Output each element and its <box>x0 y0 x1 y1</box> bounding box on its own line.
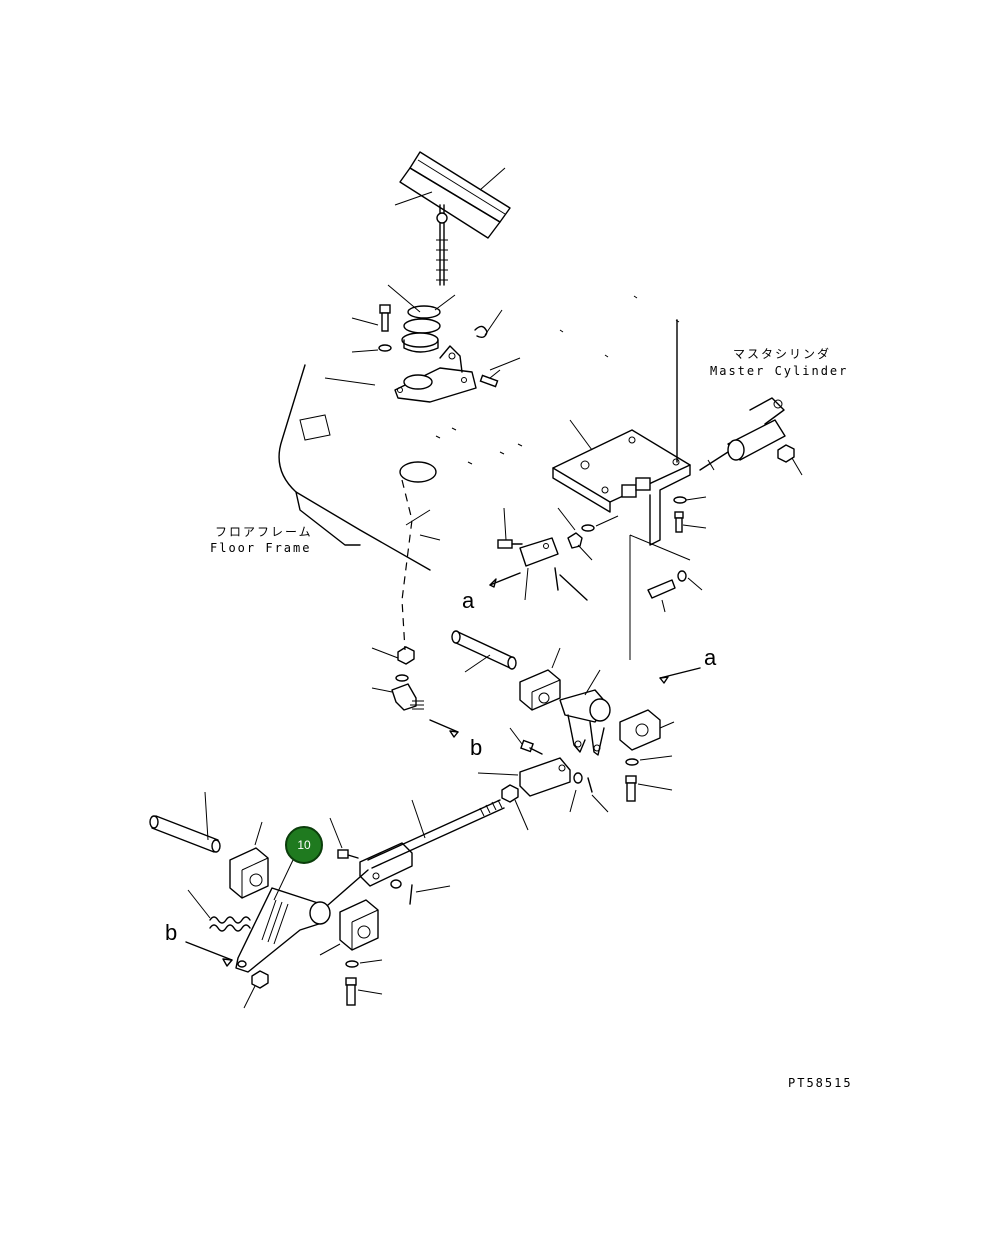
reference-a-top: a <box>462 588 475 613</box>
bracket-fasteners <box>581 496 707 660</box>
rod-end-cotter <box>390 879 451 905</box>
master-cylinder-bracket <box>552 319 691 546</box>
arrow-b-left <box>185 941 233 967</box>
bolt-mid-right <box>647 570 703 613</box>
bearing-block-mid <box>519 647 561 711</box>
rubber-boot <box>387 284 456 353</box>
elbow-fitting <box>371 646 459 738</box>
part-callout-number: 10 <box>297 838 311 852</box>
lever-lower <box>235 869 369 973</box>
floor-frame-label-jp: フロアフレーム <box>215 525 313 539</box>
callout-leader <box>273 859 294 901</box>
yoke-mid <box>477 727 571 797</box>
reference-b-mid: b <box>470 735 483 760</box>
nut-lower <box>243 970 269 1009</box>
reference-a-right: a <box>704 645 717 670</box>
drawing-number: PT58515 <box>788 1076 853 1090</box>
bolt-upper-left <box>351 304 392 353</box>
master-cylinder <box>699 397 803 476</box>
clevis-pin-lower <box>329 817 359 859</box>
adjusting-rod <box>359 799 505 887</box>
left-shaft-pin <box>149 791 221 853</box>
pedal-floor-plate <box>394 151 511 239</box>
pedal-bracket <box>324 345 521 403</box>
reference-b-left: b <box>165 920 178 945</box>
lever-right <box>559 669 611 756</box>
rod-nut <box>501 784 529 831</box>
clip-upper-right <box>474 309 503 339</box>
return-spring <box>187 889 251 932</box>
master-cylinder-label-jp: マスタシリンダ <box>733 347 832 361</box>
bearing-block-lower <box>319 899 379 956</box>
yoke-cotter <box>569 772 609 813</box>
bearing-block-right <box>619 667 701 802</box>
floor-frame-label-en: Floor Frame <box>210 541 312 555</box>
pedal-rod <box>436 204 448 286</box>
upper-clevis-group <box>489 507 593 601</box>
cross-shaft-pin <box>451 630 517 673</box>
hardware-marks <box>559 295 680 358</box>
bearing-block-left <box>229 821 269 899</box>
floor-frame <box>278 364 523 651</box>
part-callout-10[interactable]: 10 <box>285 826 323 864</box>
master-cylinder-label-en: Master Cylinder <box>710 364 849 378</box>
bolt-lower <box>345 959 383 1006</box>
